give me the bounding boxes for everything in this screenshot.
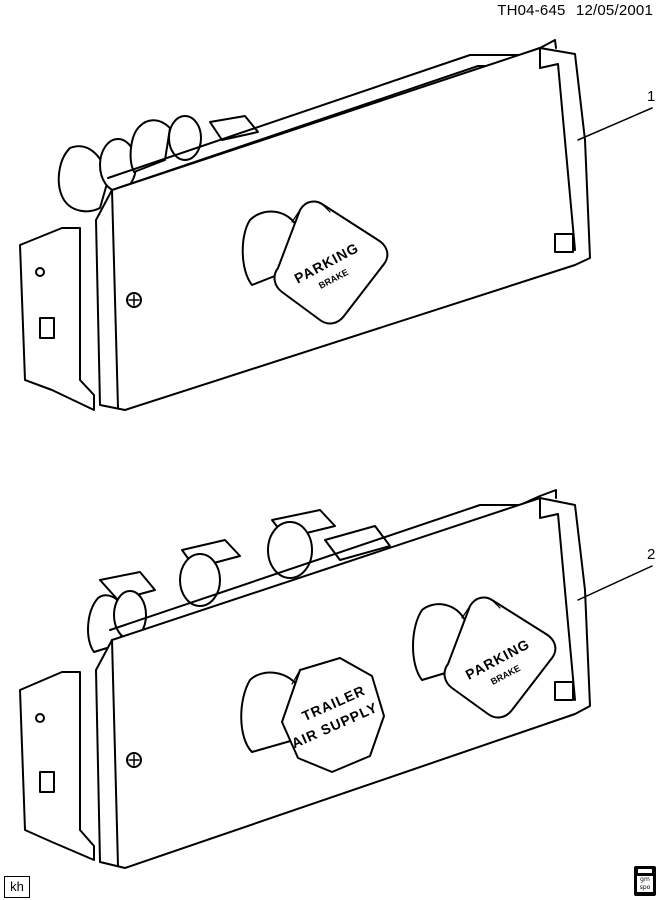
trailer-air-supply-knob[interactable] [281, 657, 385, 773]
knob-shaft-trailer [240, 671, 301, 753]
face-plate-edge [111, 189, 119, 409]
logo-line-1: gm [640, 876, 650, 883]
drawing-date: 12/05/2001 [575, 2, 653, 19]
bracket-hole-top [35, 267, 45, 277]
face-plate-right-flange [539, 47, 576, 251]
gm-spo-logo: gm spo [634, 866, 656, 896]
flange-notch [554, 233, 574, 253]
mounting-screw-2 [126, 752, 142, 768]
mounting-bracket-left [19, 227, 95, 411]
control-panel-2 [19, 489, 653, 869]
callout-leader-1 [577, 107, 653, 141]
rear-valve-bodies [57, 115, 259, 213]
callout-number-2: 2 [647, 546, 656, 563]
control-panel-1 [19, 39, 653, 411]
author-initials: kh [4, 876, 30, 898]
drawing-id: TH04-645 [497, 2, 566, 19]
bracket-slot [39, 317, 55, 339]
parking-brake-knob-1[interactable] [273, 200, 389, 325]
logo-line-2: spo [639, 884, 651, 891]
mounting-screw-1 [126, 292, 142, 308]
drawing-reference: TH04-645 12/05/2001 [491, 2, 653, 19]
callout-number-1: 1 [647, 88, 656, 105]
callout-leader-2 [577, 565, 653, 601]
parking-brake-knob-2[interactable] [443, 596, 557, 719]
mounting-bracket-left-2 [19, 671, 95, 861]
